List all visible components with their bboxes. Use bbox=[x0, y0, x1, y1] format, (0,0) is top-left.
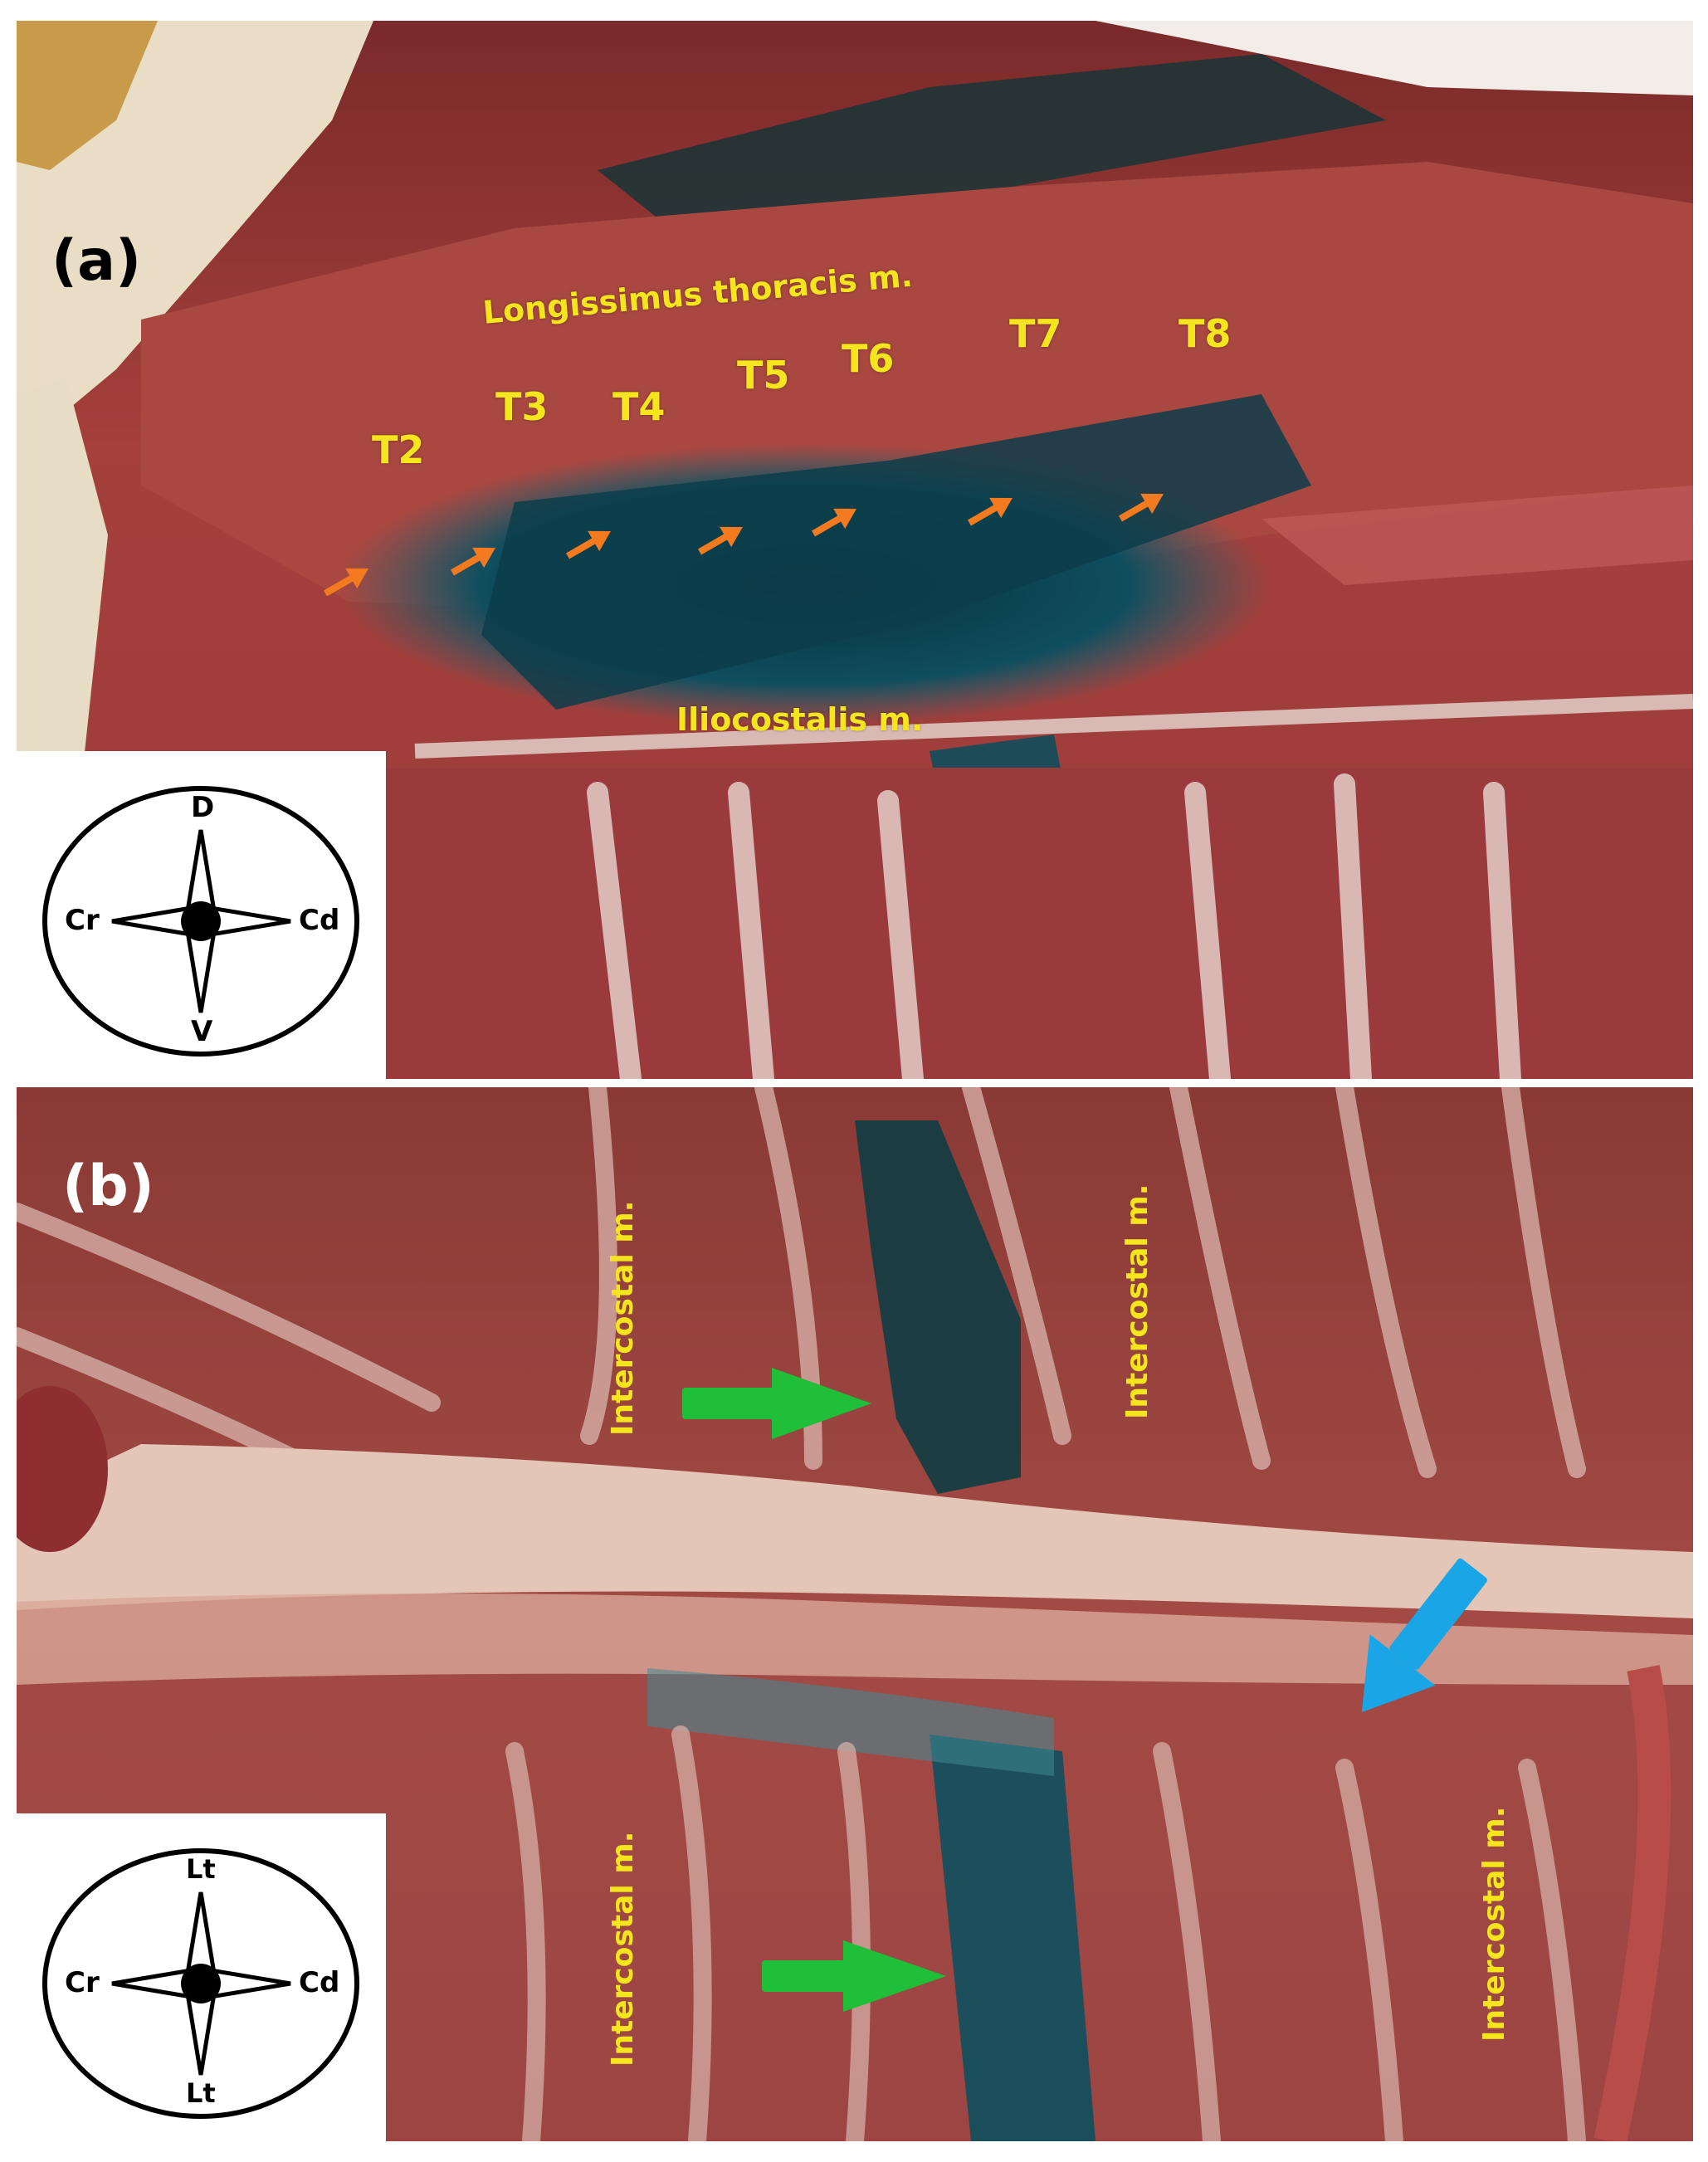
dissection-photo-a bbox=[17, 21, 1693, 1079]
compass-b-top: Lt bbox=[186, 1853, 216, 1885]
vertebra-label-t7: T7 bbox=[1009, 311, 1062, 356]
green-arrow-lower-icon bbox=[762, 1940, 946, 2012]
iliocostalis-label: Iliocostalis m. bbox=[676, 701, 924, 738]
compass-a-top: D bbox=[191, 791, 215, 824]
panel-a: (a) Longissimus thoracis m. Iliocostalis… bbox=[17, 21, 1693, 1079]
arrow-t2-icon bbox=[324, 568, 368, 597]
vertebra-label-t5: T5 bbox=[737, 353, 790, 398]
vertebra-label-t4: T4 bbox=[612, 384, 666, 429]
compass-a-right: Cd bbox=[299, 904, 340, 937]
compass-a-left: Cr bbox=[65, 904, 100, 937]
compass-rose-icon bbox=[42, 786, 359, 1057]
vertebra-label-t2: T2 bbox=[372, 427, 425, 472]
arrow-t6-icon bbox=[812, 508, 856, 537]
compass-b-right: Cd bbox=[299, 1966, 340, 1999]
compass-a-bottom: V bbox=[191, 1015, 213, 1048]
compass-b-left: Cr bbox=[65, 1966, 100, 1999]
orange-arrows bbox=[324, 493, 1164, 597]
arrow-t3-icon bbox=[451, 547, 495, 576]
dissection-photo-b bbox=[17, 1087, 1693, 2141]
arrow-t5-icon bbox=[698, 526, 743, 555]
compass-a: D V Cr Cd bbox=[17, 751, 386, 1079]
blue-arrow-icon bbox=[1361, 1558, 1487, 1713]
vertebra-label-t3: T3 bbox=[495, 384, 549, 429]
vertebra-label-t8: T8 bbox=[1179, 311, 1232, 356]
green-arrow-upper-icon bbox=[682, 1368, 871, 1439]
vertebra-label-t6: T6 bbox=[842, 336, 895, 381]
compass-rose-icon bbox=[42, 1848, 359, 2119]
panel-b: (b) Intercostal m. Intercostal m. Interc… bbox=[17, 1087, 1693, 2141]
panel-b-arrows bbox=[682, 1368, 1487, 2012]
arrow-t4-icon bbox=[566, 530, 611, 559]
panel-b-letter: (b) bbox=[62, 1154, 154, 1219]
compass-b-bottom: Lt bbox=[186, 2077, 216, 2109]
panel-a-letter: (a) bbox=[51, 228, 142, 294]
arrow-t8-icon bbox=[1119, 493, 1164, 522]
arrow-t7-icon bbox=[968, 497, 1013, 526]
compass-b: Lt Lt Cr Cd bbox=[17, 1813, 386, 2141]
